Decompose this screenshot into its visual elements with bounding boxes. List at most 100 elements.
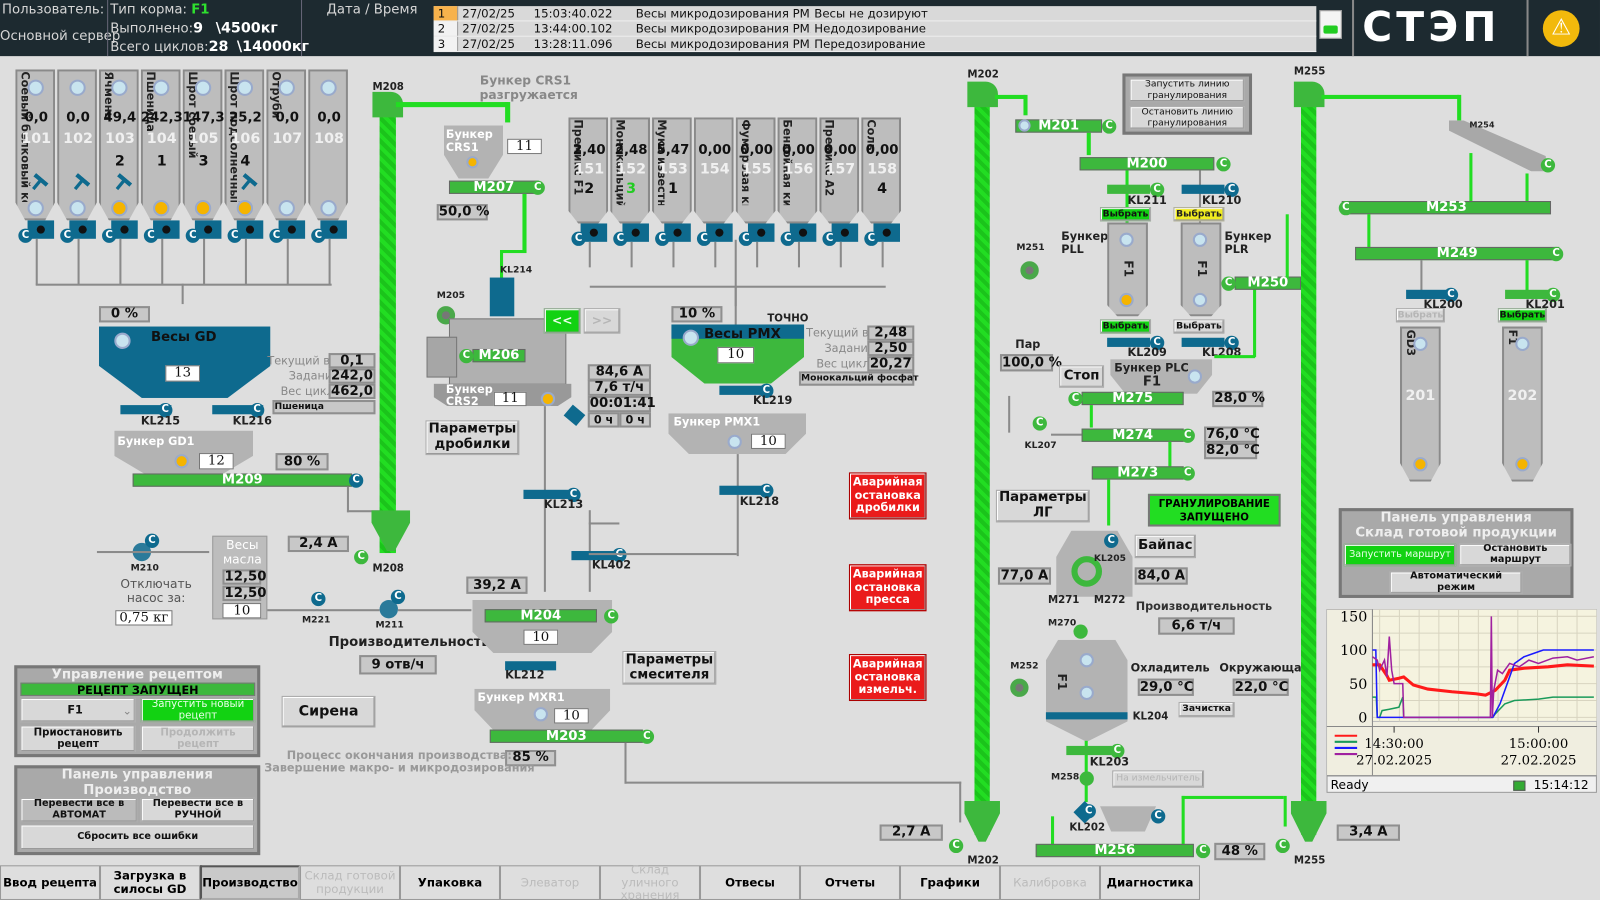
kl219[interactable] [719, 385, 771, 395]
silo-158[interactable] [861, 117, 902, 224]
kl209[interactable] [1107, 337, 1150, 347]
start-route-button[interactable]: Запустить маршрут [1343, 543, 1457, 567]
kl212[interactable] [505, 661, 557, 671]
silo-105[interactable] [182, 69, 223, 221]
nav-tab-2[interactable]: Загрузка в силосы GD [99, 865, 200, 900]
kl210[interactable] [1181, 184, 1225, 194]
m252-fan[interactable] [1010, 678, 1029, 697]
auto-mode-button[interactable]: Автоматический режим [1389, 571, 1523, 594]
nav-tab-8[interactable]: Отвесы [699, 865, 800, 900]
silo-157[interactable] [819, 117, 860, 224]
silo-152[interactable] [610, 117, 650, 224]
m270-motor[interactable] [1073, 624, 1088, 639]
m250-conveyor[interactable]: M250 [1234, 276, 1302, 290]
silo-154[interactable] [693, 117, 734, 224]
m254-sieve[interactable] [1448, 120, 1546, 172]
nav-tab-7[interactable]: Склад уличного хранения [599, 863, 700, 900]
m249-conveyor[interactable]: M249 [1355, 247, 1560, 261]
stop-button[interactable]: Стоп [1059, 365, 1105, 388]
kl216[interactable] [212, 405, 264, 415]
manual-valve-icon[interactable] [563, 404, 586, 427]
m203-conveyor[interactable]: M203 [489, 730, 643, 743]
kl402[interactable] [571, 551, 623, 561]
nav-tab-12[interactable]: Диагностика [1099, 865, 1200, 900]
to-grinder-button[interactable]: На измельчитель [1112, 770, 1205, 788]
m206-label[interactable]: M206 [472, 348, 526, 362]
select-plr-top[interactable]: Выбрать [1173, 207, 1225, 222]
m209-conveyor[interactable]: M209 [132, 473, 353, 487]
kl201[interactable] [1505, 289, 1548, 299]
m200-conveyor[interactable]: M200 [1079, 157, 1215, 171]
stop-line-button[interactable]: Остановить линию гранулирования [1129, 106, 1245, 130]
m255-elevator[interactable] [1301, 99, 1317, 835]
crusher-params-button[interactable]: Параметры дробилки [425, 420, 520, 456]
clean-button[interactable]: Зачистка [1178, 702, 1235, 718]
m273-conveyor[interactable]: M273 [1091, 466, 1184, 480]
reset-errors-button[interactable]: Сбросить все ошибки [20, 824, 256, 850]
m208-elevator[interactable] [379, 104, 396, 554]
siren-button[interactable]: Сирена [281, 695, 376, 728]
kl200[interactable] [1406, 289, 1449, 299]
pause-recipe-button[interactable]: Приостановить рецепт [20, 725, 136, 753]
nav-tab-4[interactable]: Склад готовой продукции [299, 865, 400, 900]
kl208[interactable] [1181, 337, 1225, 347]
kl213[interactable] [523, 489, 575, 499]
stop-route-button[interactable]: Остановить маршрут [1459, 543, 1572, 567]
recipe-select[interactable]: F1 [20, 697, 136, 723]
crs1-bunker[interactable] [443, 125, 504, 179]
nav-tab-6[interactable]: Элеватор [499, 865, 600, 900]
start-recipe-button[interactable]: Запустить новый рецепт [140, 697, 256, 723]
m211-pump[interactable] [379, 599, 398, 619]
silo-s201[interactable] [1399, 326, 1441, 482]
m202-elevator[interactable] [974, 99, 990, 835]
select-plr-bottom[interactable]: Выбрать [1173, 319, 1225, 334]
report-icon[interactable] [1319, 10, 1342, 39]
silo-151[interactable] [568, 117, 609, 224]
m253-conveyor[interactable]: M253 [1341, 201, 1552, 215]
pellet-params-button[interactable]: Параметры ЛГ [995, 489, 1090, 523]
bypass-button[interactable]: Байпас [1134, 534, 1196, 559]
kl215[interactable] [120, 405, 172, 415]
emergency-grinder-button[interactable]: Аварийная остановка измельч. [848, 654, 927, 702]
m256-conveyor[interactable]: M256 [1035, 843, 1194, 858]
auto-all-button[interactable]: Перевести все в АВТОМАТ [20, 797, 138, 823]
m274-conveyor[interactable]: M274 [1081, 429, 1184, 442]
crusher-forward-button[interactable]: >> [583, 308, 621, 334]
kl203[interactable] [1066, 745, 1113, 756]
select-201-button[interactable]: Выбрать [1395, 308, 1445, 323]
chevron-down-icon[interactable]: ⌄ [122, 704, 132, 718]
m251-fan[interactable] [1020, 261, 1039, 280]
m204-label[interactable]: M204 [484, 609, 597, 623]
select-202-button[interactable]: Выбрать [1497, 308, 1547, 323]
emergency-press-button[interactable]: Аварийная остановка пресса [848, 564, 927, 612]
kl218[interactable] [719, 485, 771, 495]
silo-155[interactable] [735, 117, 776, 224]
silo-156[interactable] [777, 117, 818, 224]
m201-conveyor[interactable]: M201 [1015, 119, 1103, 133]
select-pll-bottom[interactable]: Выбрать [1099, 319, 1152, 334]
nav-tab-3[interactable]: Производство [199, 865, 300, 900]
manual-all-button[interactable]: Перевести все в РУЧНОЙ [140, 797, 256, 823]
silo-153[interactable] [652, 117, 692, 224]
select-pll-top[interactable]: Выбрать [1099, 207, 1152, 222]
silo-s202[interactable] [1502, 326, 1543, 482]
emergency-crusher-button[interactable]: Аварийная остановка дробилки [848, 472, 927, 520]
nav-tab-1[interactable]: Ввод рецепта [0, 865, 100, 900]
nav-tab-10[interactable]: Графики [899, 865, 1000, 900]
nav-tab-9[interactable]: Отчеты [799, 865, 900, 900]
m258-motor[interactable] [1079, 771, 1094, 786]
mixer-params-button[interactable]: Параметры смесителя [622, 651, 717, 685]
m275-conveyor[interactable]: M275 [1081, 391, 1184, 405]
warning-icon[interactable]: ⚠ [1542, 10, 1580, 47]
resume-recipe-button[interactable]: Продолжить рецепт [140, 725, 256, 753]
start-line-button[interactable]: Запустить линию гранулирования [1129, 78, 1245, 103]
kl211[interactable] [1107, 184, 1150, 194]
nav-tab-5[interactable]: Упаковка [399, 865, 500, 900]
crusher-back-button[interactable]: << [543, 308, 581, 334]
m207-conveyor[interactable]: M207 [448, 180, 539, 194]
nav-tab-11[interactable]: Калибровка [999, 865, 1100, 900]
